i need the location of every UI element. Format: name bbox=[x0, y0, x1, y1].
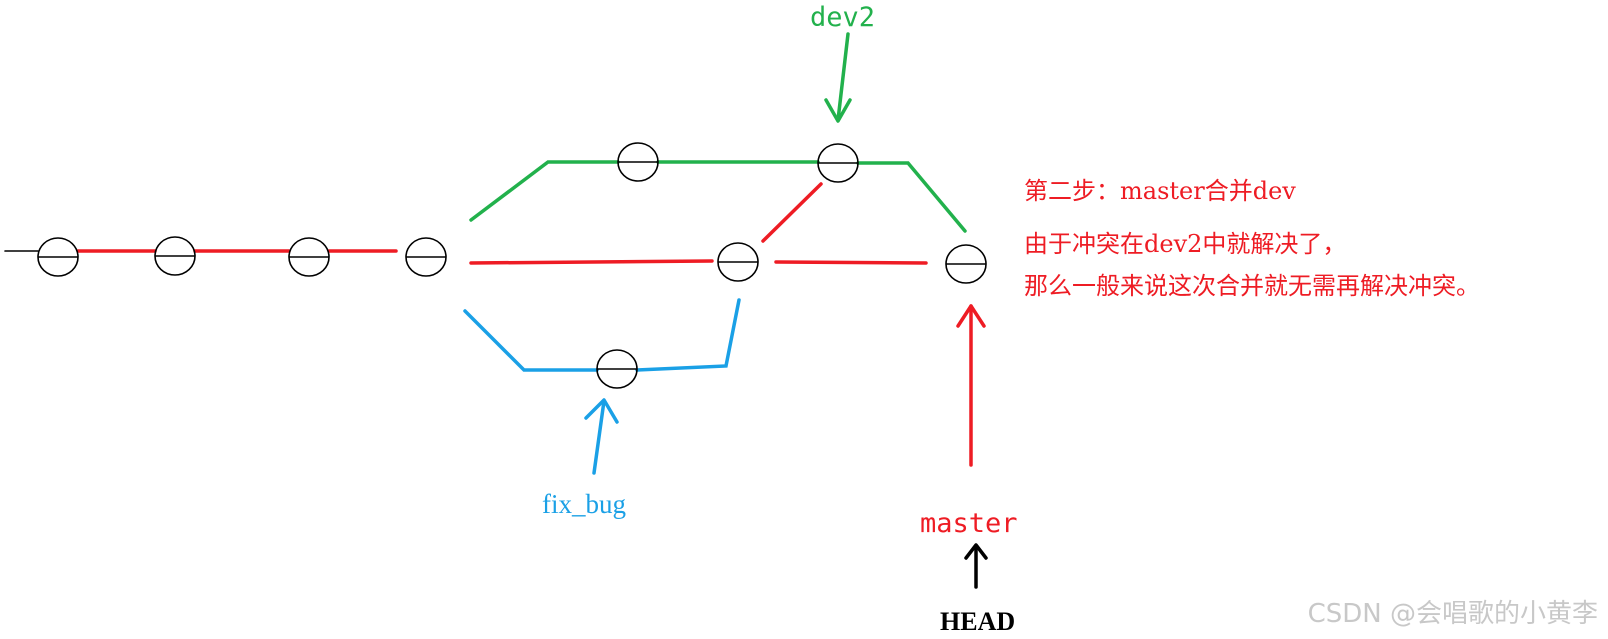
fix-bug-segment-2 bbox=[635, 298, 741, 372]
master-dev2-merge-line bbox=[761, 182, 823, 243]
dev2-pointer-arrow bbox=[824, 32, 852, 123]
master-segment-4 bbox=[469, 259, 714, 265]
head-pointer-arrow bbox=[964, 543, 988, 589]
arrow-down-icon bbox=[824, 32, 852, 123]
note-line-2: 由于冲突在dev2中就解决了， bbox=[1024, 230, 1346, 258]
arrow-up-icon bbox=[964, 543, 988, 589]
dev2-segment-3 bbox=[856, 161, 967, 233]
dev2-branch-line bbox=[469, 160, 967, 233]
commit-node-icon bbox=[596, 349, 638, 389]
arrow-up-icon bbox=[584, 398, 619, 475]
commit-node-icon bbox=[817, 143, 859, 183]
commit-node-icon bbox=[617, 142, 659, 182]
fix-bug-branch-line bbox=[463, 298, 741, 372]
dev2-label: dev2 bbox=[810, 2, 875, 33]
explanation-note: 第二步：master合并dev 由于冲突在dev2中就解决了， 那么一般来说这次… bbox=[1024, 177, 1480, 300]
master-label: master bbox=[920, 508, 1018, 539]
master-segment-5 bbox=[774, 260, 928, 265]
commit-nodes bbox=[37, 142, 987, 389]
fix-bug-segment-1 bbox=[463, 309, 599, 372]
master-branch-line bbox=[4, 182, 928, 265]
watermark-text: CSDN @会唱歌的小黄李 bbox=[1308, 599, 1598, 629]
commit-node-icon bbox=[945, 244, 987, 284]
commit-node-icon bbox=[37, 237, 79, 277]
fix-bug-label: fix_bug bbox=[542, 489, 626, 519]
note-line-1: 第二步：master合并dev bbox=[1024, 177, 1296, 205]
commit-node-icon bbox=[405, 237, 447, 277]
arrow-up-icon bbox=[956, 304, 986, 467]
master-pointer-arrow bbox=[956, 304, 986, 467]
commit-node-icon bbox=[288, 237, 330, 277]
head-label: HEAD bbox=[940, 607, 1015, 636]
commit-node-icon bbox=[717, 242, 759, 282]
commit-node-icon bbox=[154, 236, 196, 276]
dev2-segment-1 bbox=[469, 160, 620, 222]
note-line-3: 那么一般来说这次合并就无需再解决冲突。 bbox=[1024, 272, 1480, 300]
fix-bug-pointer-arrow bbox=[584, 398, 619, 475]
